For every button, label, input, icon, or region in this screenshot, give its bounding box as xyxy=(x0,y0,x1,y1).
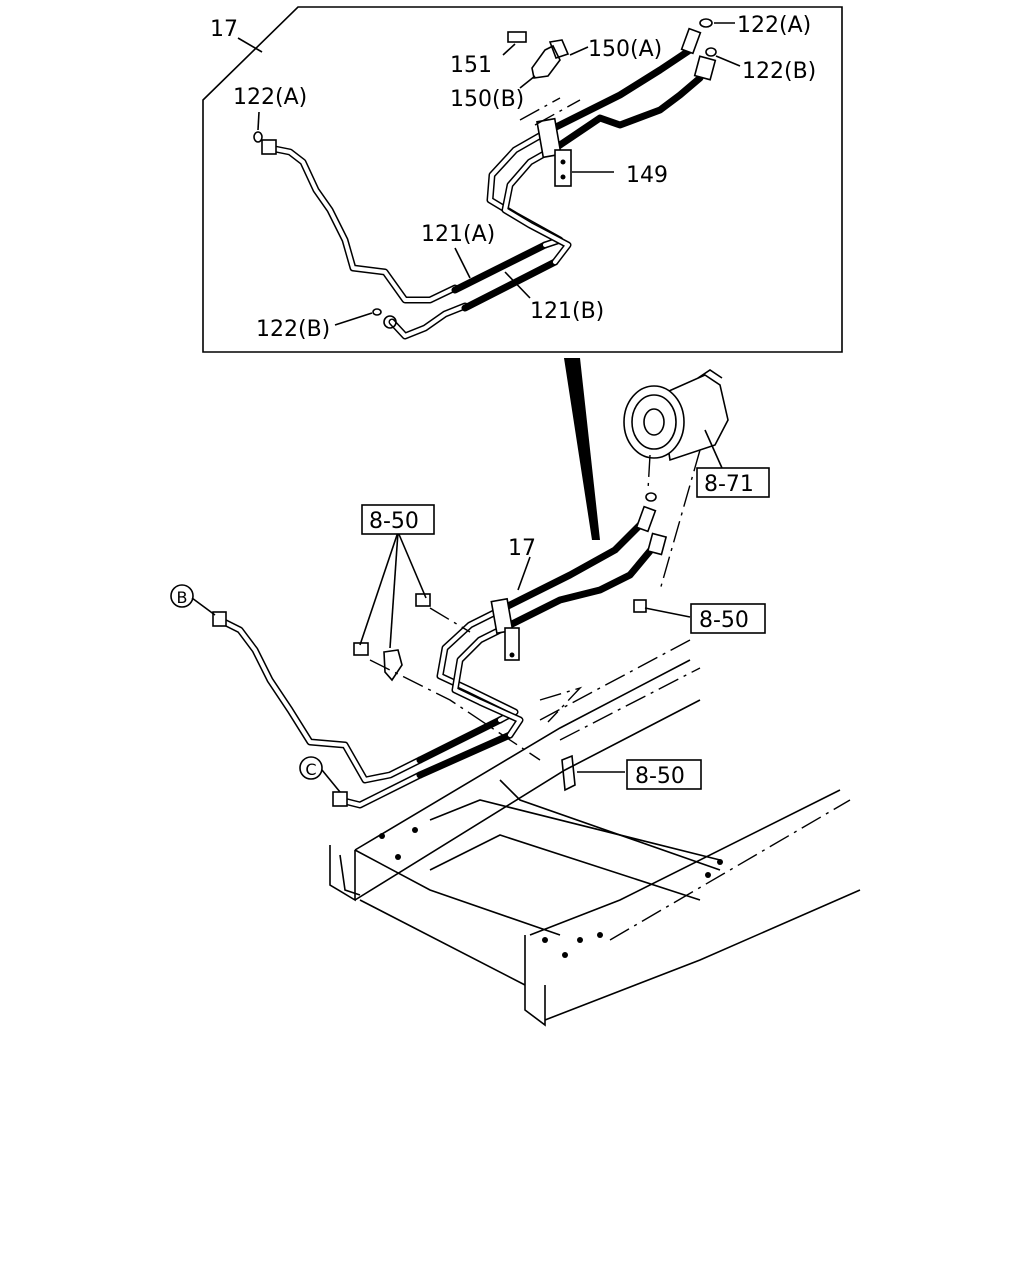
label-hose-b: 121(B) xyxy=(530,299,604,324)
ref-frame-bracket: 8-50 xyxy=(635,764,685,789)
label-oring-b-bottom: 122(B) xyxy=(256,317,330,342)
label-hose-a: 121(A) xyxy=(421,222,495,247)
label-oring-a-top: 122(A) xyxy=(737,13,811,38)
label-clip-a: 150(A) xyxy=(588,37,662,62)
label-bolt: 151 xyxy=(450,53,492,78)
frame-rails xyxy=(329,639,861,1027)
connector-b: B xyxy=(177,588,188,607)
ref-compressor-bolt: 8-50 xyxy=(699,608,749,633)
main-pipe-label: 17 xyxy=(508,536,536,561)
main-assembly: 8-71 8-50 8-50 8-50 17 B C xyxy=(170,369,861,1027)
label-oring-a-left: 122(A) xyxy=(233,85,307,110)
callout-pointer xyxy=(564,358,600,540)
label-bracket: 149 xyxy=(626,163,668,188)
label-clip-b: 150(B) xyxy=(450,87,524,112)
inset-panel: 17 122(A) 122(B) 151 150(A) 150(B) 122(A… xyxy=(202,6,843,353)
connector-c: C xyxy=(305,760,316,779)
ref-compressor: 8-71 xyxy=(704,472,754,497)
label-oring-b-top: 122(B) xyxy=(742,59,816,84)
inset-part-label: 17 xyxy=(210,17,238,42)
ref-bolt-group: 8-50 xyxy=(369,509,419,534)
compressor xyxy=(623,369,729,462)
